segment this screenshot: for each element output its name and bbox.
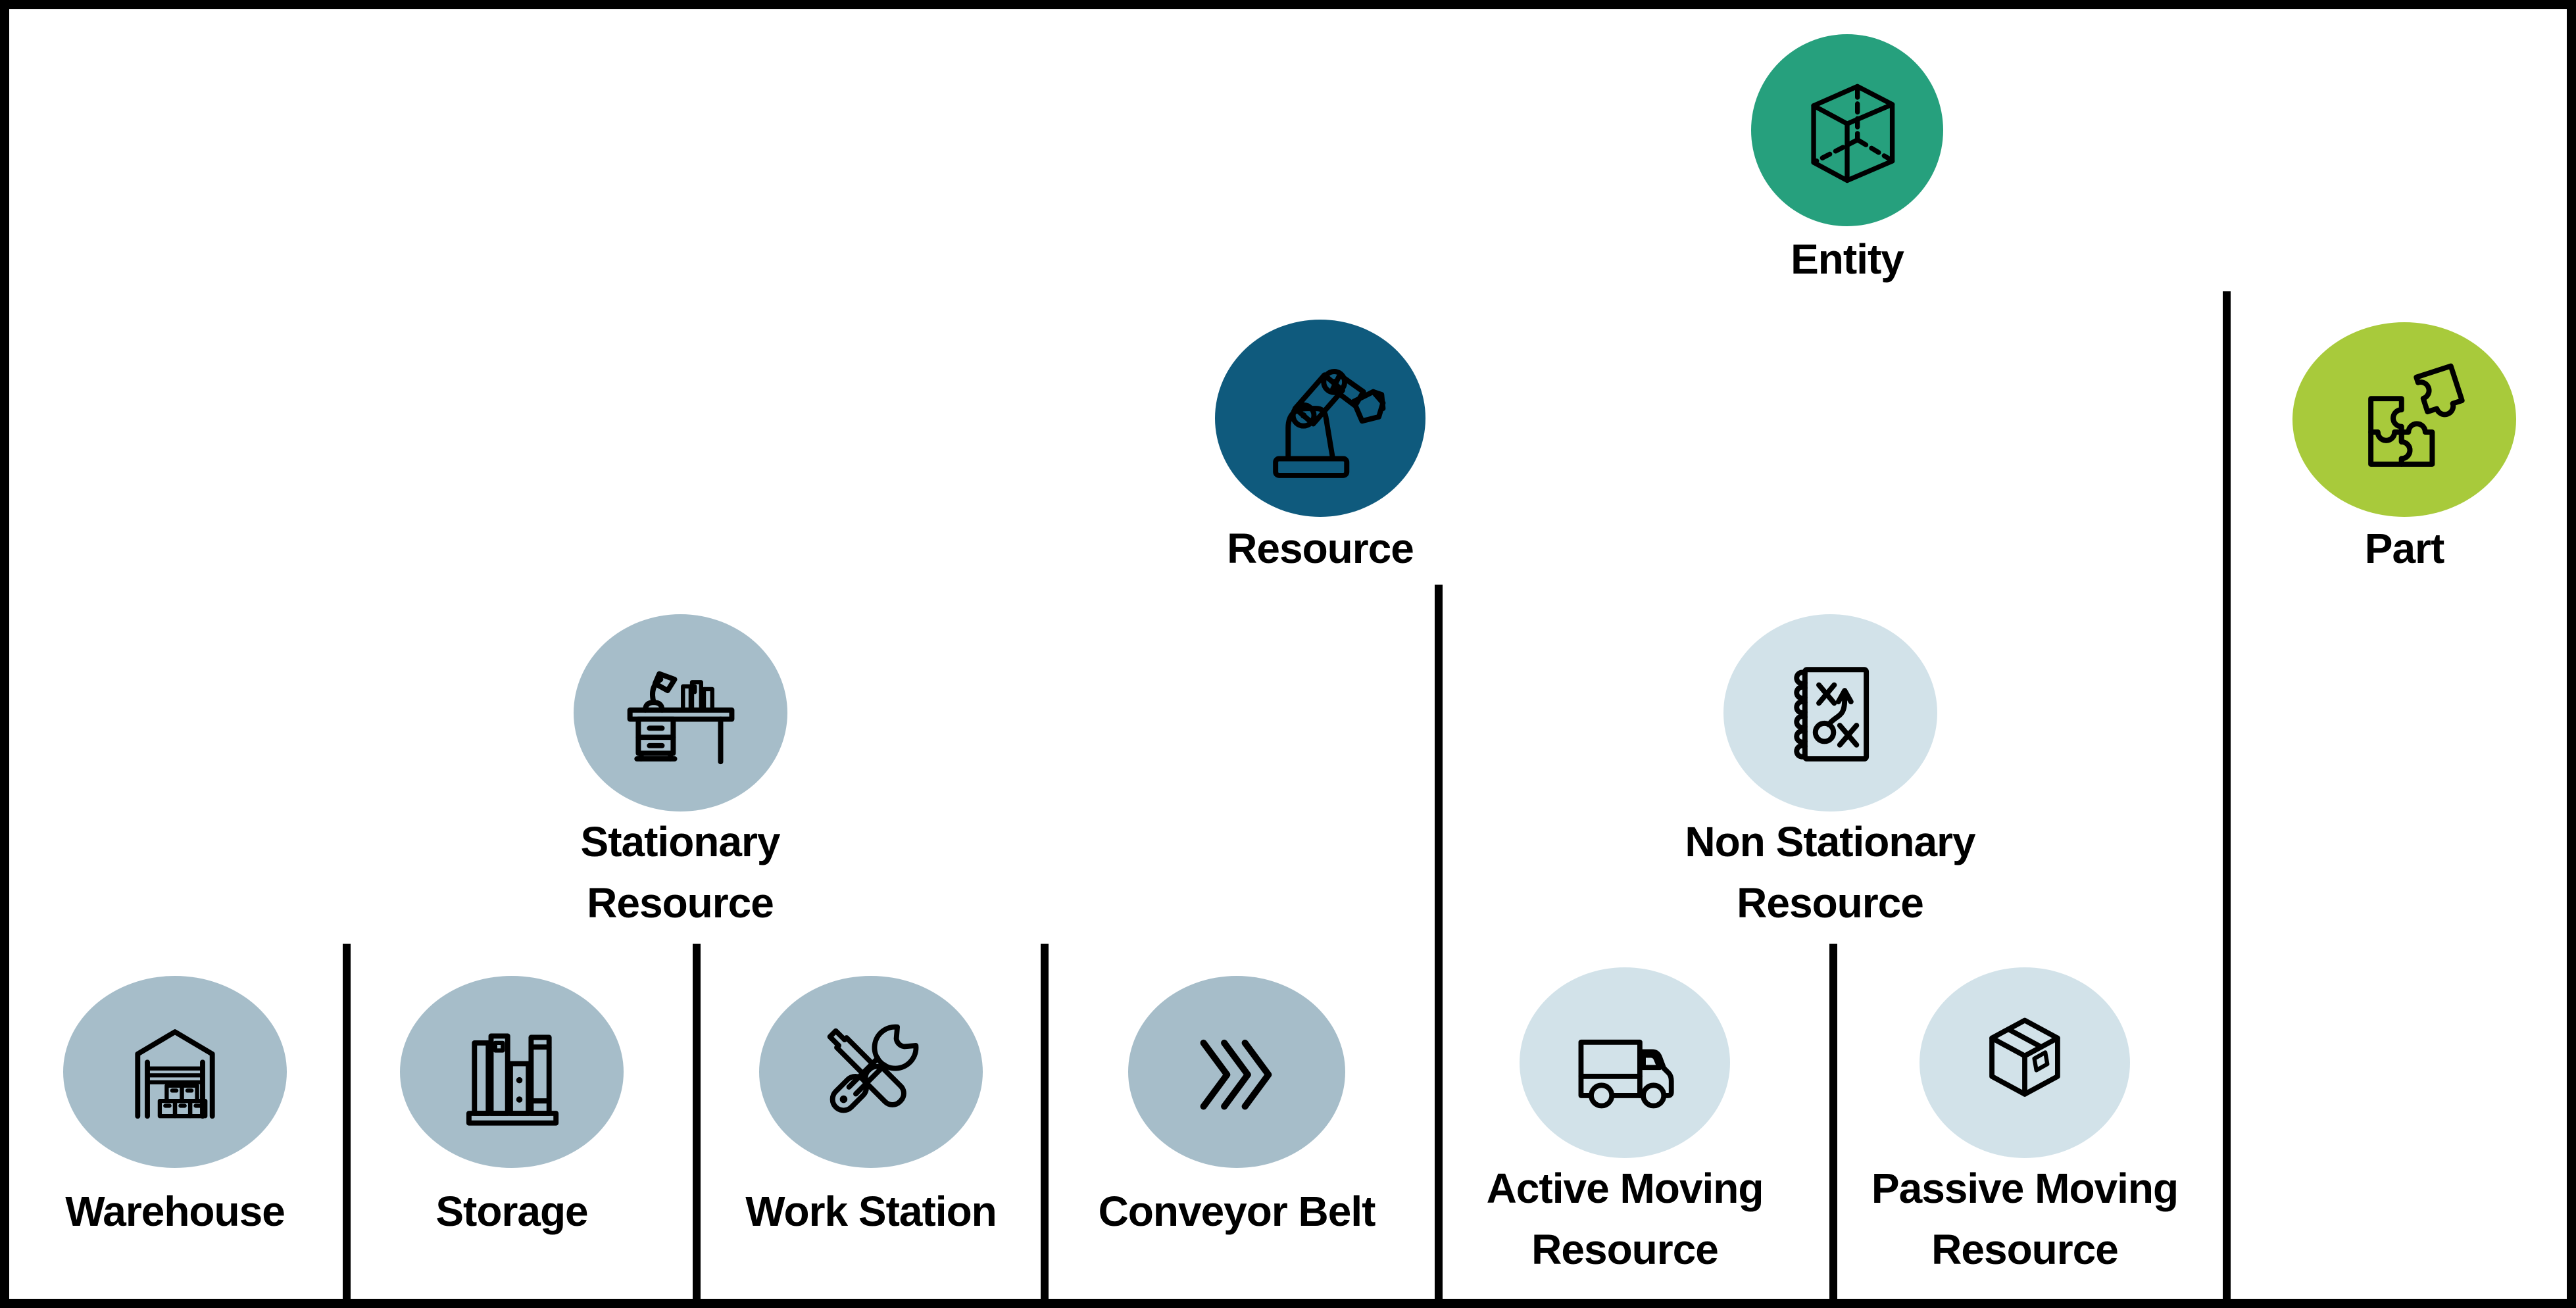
passive-moving-resource-bubble (1920, 967, 2130, 1158)
desk-icon (627, 671, 735, 765)
node-part: Part (2233, 322, 2575, 579)
resource-label: Resource (1227, 525, 1414, 572)
grid-line-active-passive (1829, 944, 1837, 1308)
node-storage: Storage (314, 976, 709, 1242)
node-work-station: Work Station (674, 976, 1068, 1242)
storage-label: Storage (435, 1188, 588, 1235)
node-resource: Resource (1083, 320, 1557, 579)
warehouse-label: Warehouse (65, 1188, 285, 1235)
entity-label: Entity (1791, 235, 1904, 283)
shelf-icon (466, 1033, 559, 1126)
warehouse-icon (135, 1029, 215, 1119)
cube-icon (1811, 84, 1895, 183)
part-label: Part (2364, 525, 2444, 572)
active-moving-resource-label-line1: Active Moving (1486, 1165, 1764, 1212)
node-warehouse: Warehouse (0, 976, 372, 1242)
node-entity: Entity (1650, 34, 2044, 290)
puzzle-icon (2368, 363, 2465, 467)
truck-icon (1578, 1039, 1674, 1109)
work-station-bubble (759, 976, 983, 1168)
conveyor-belt-label: Conveyor Belt (1098, 1188, 1376, 1235)
non-stationary-resource-label-line2: Resource (1737, 879, 1924, 927)
non-stationary-resource-bubble (1723, 614, 1937, 811)
grid-line-storage-workstation (693, 944, 701, 1308)
entity-bubble (1751, 34, 1943, 226)
node-non-stationary-resource: Non Stationary Resource (1593, 614, 2067, 934)
stationary-resource-label-line1: Stationary (580, 818, 781, 865)
stationary-resource-label-line2: Resource (587, 879, 774, 927)
grid-line-warehouse-storage (343, 944, 351, 1308)
node-stationary-resource: Stationary Resource (443, 614, 917, 934)
chevrons-icon (1200, 1039, 1272, 1110)
strategy-notebook-icon (1794, 667, 1870, 762)
resource-bubble (1215, 320, 1425, 517)
work-station-label: Work Station (745, 1188, 997, 1235)
grid-line-workstation-conveyor (1041, 944, 1049, 1308)
node-passive-moving-resource: Passive Moving Resource (1827, 967, 2222, 1280)
robot-arm-icon (1273, 369, 1386, 478)
part-bubble (2292, 322, 2516, 517)
node-conveyor-belt: Conveyor Belt (1039, 976, 1434, 1242)
passive-moving-resource-label-line2: Resource (1931, 1226, 2119, 1273)
active-moving-resource-label-line2: Resource (1531, 1226, 1719, 1273)
tools-icon (827, 1024, 919, 1113)
grid-line-part-column (2223, 291, 2231, 1308)
conveyor-belt-bubble (1128, 976, 1345, 1168)
grid-line-row3-bottom (0, 0, 2227, 8)
passive-moving-resource-label-line1: Passive Moving (1871, 1165, 2179, 1212)
warehouse-bubble (63, 976, 287, 1168)
non-stationary-resource-label-line1: Non Stationary (1685, 818, 1975, 865)
active-moving-resource-bubble (1520, 967, 1730, 1158)
package-icon (1989, 1017, 2060, 1097)
stationary-resource-bubble (573, 614, 787, 811)
node-active-moving-resource: Active Moving Resource (1427, 967, 1822, 1280)
grid-line-stationary-split (1435, 585, 1443, 1308)
storage-bubble (400, 976, 624, 1168)
